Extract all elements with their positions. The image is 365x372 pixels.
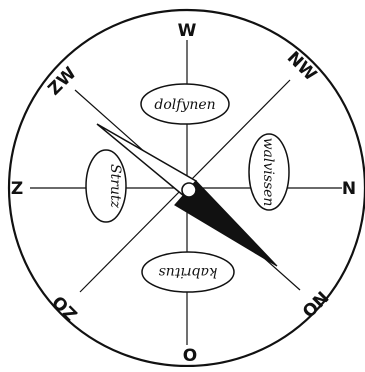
direction-northwest: ZW [44, 63, 80, 99]
direction-southwest: ZO [49, 291, 82, 324]
direction-north: W [178, 21, 197, 41]
label-top: dolfynen [154, 97, 215, 113]
direction-northeast: NW [283, 48, 321, 86]
needle-pivot [182, 183, 196, 197]
label-left: Strutz [107, 164, 123, 209]
direction-southeast: NO [297, 286, 331, 320]
direction-west: Z [11, 179, 23, 199]
direction-east: N [342, 179, 356, 199]
direction-south: O [183, 346, 197, 366]
label-bottom: kabritus [159, 264, 218, 280]
label-right: walvissen [260, 138, 276, 207]
